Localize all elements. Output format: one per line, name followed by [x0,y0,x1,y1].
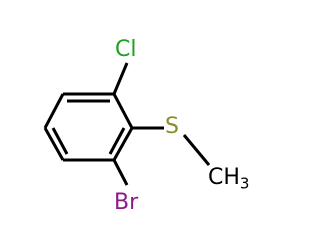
sulfur-label: S [165,114,179,139]
ring-bond-c4-c5 [43,93,65,129]
ring-double-bond-c1-c2 [108,127,126,155]
ring-bond-c6-c1 [112,93,134,129]
methyl-main-label: CH [208,165,240,190]
bromine-label: Br [114,190,139,215]
methyl-subscript: 3 [240,175,250,193]
bond-ring-to-bromine [112,159,129,186]
chlorine-label: Cl [115,37,136,62]
bond-ring-to-chlorine [112,62,129,95]
ring-bond-c3-c4 [43,127,65,161]
ring-double-bond-c3-c4 [51,127,69,155]
bond-sulfur-to-methyl [182,134,211,166]
ring-bond-c1-c2 [112,127,134,161]
structure-svg: Cl S Br CH3 [43,37,249,215]
methyl-label: CH3 [208,165,249,193]
molecule-diagram: Cl S Br CH3 [43,37,250,215]
